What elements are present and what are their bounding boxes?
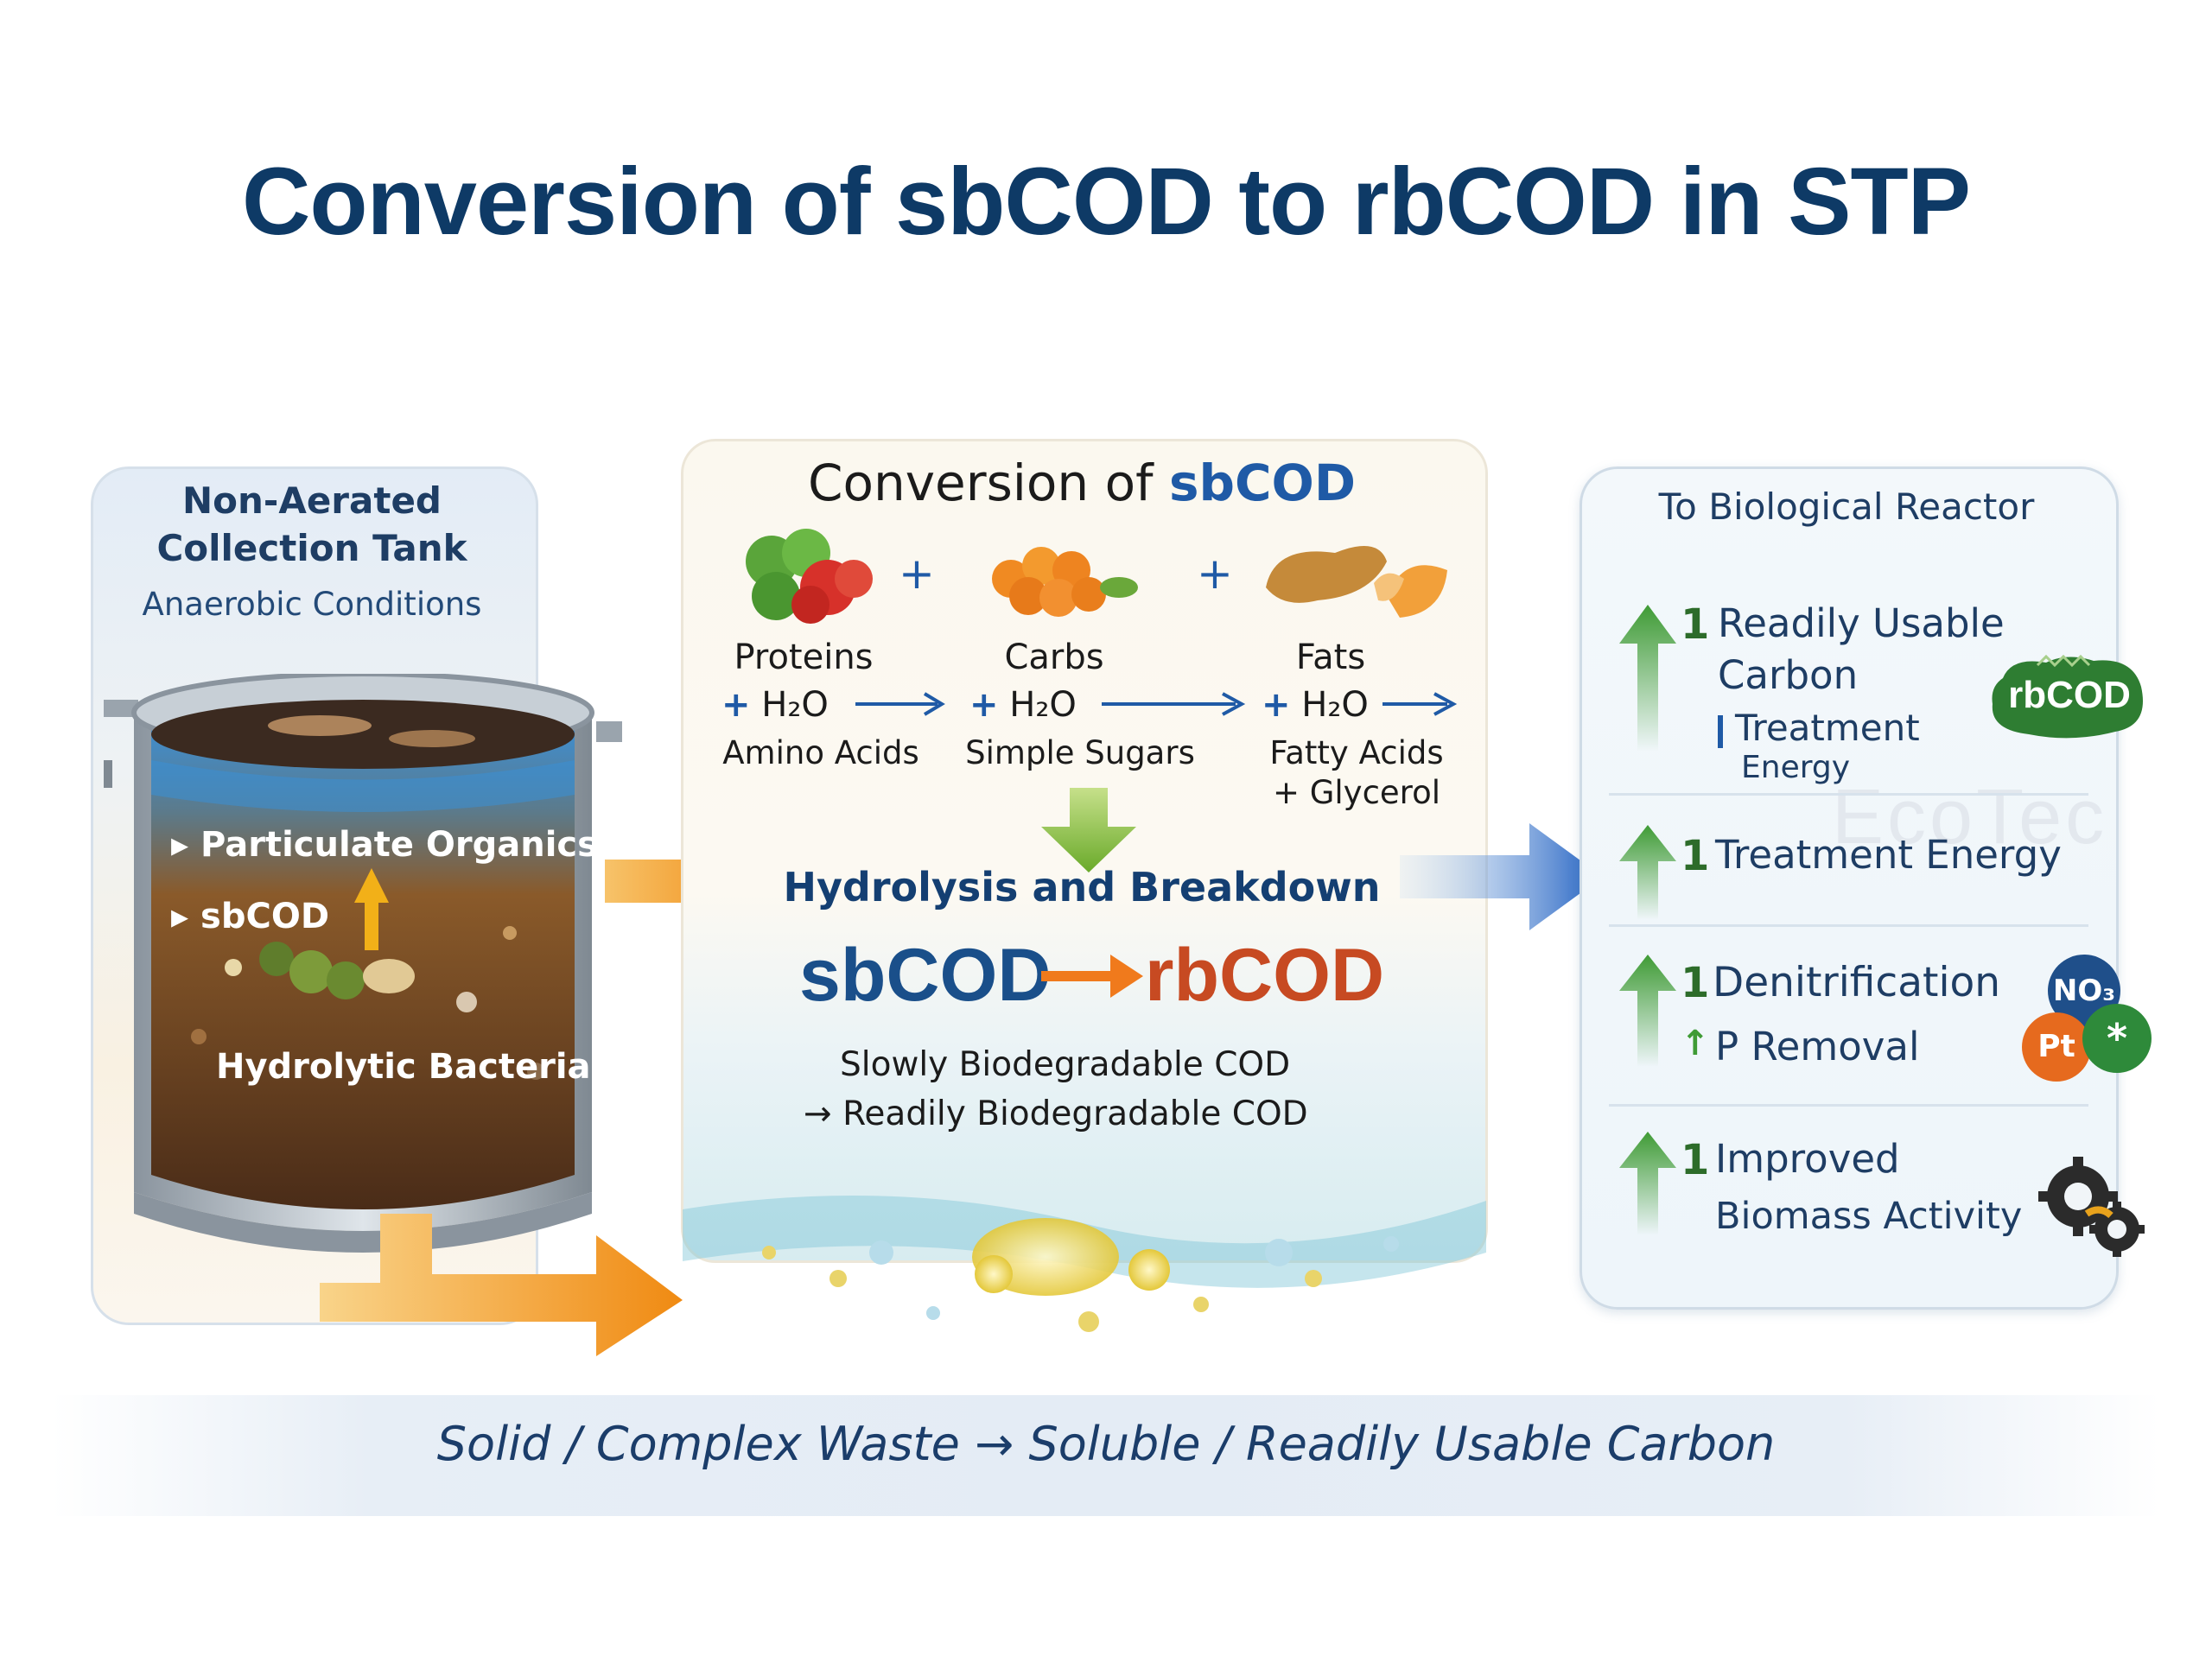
divider [1609, 1104, 2088, 1107]
green-up-arrow-icon [1619, 825, 1676, 920]
biomass-activity-label: Biomass Activity [1715, 1195, 2023, 1238]
bottom-caption: Solid / Complex Waste → Soluble / Readil… [436, 1417, 1776, 1471]
glycerol-label: + Glycerol [1272, 774, 1441, 811]
energy-label: Energy [1741, 750, 1851, 785]
up-arrow-icon [354, 868, 389, 950]
item-number: 1 [1681, 600, 1710, 649]
proteins-icon [746, 529, 873, 624]
biological-reactor-panel [1580, 466, 2119, 1310]
rbcod-big-label: rbCOD [1145, 934, 1385, 1017]
orange-flow-arrow-icon [320, 1214, 683, 1356]
hydrolytic-bacteria-label: Hydrolytic Bacteria [216, 1047, 591, 1087]
plus-sign: + [899, 549, 935, 599]
carbs-icon [992, 547, 1138, 617]
proteins-equation: + H₂O [721, 685, 829, 725]
tank-contents [151, 726, 575, 1209]
page-title: Conversion of sbCOD to rbCOD in STP [241, 149, 1971, 255]
readily-usable-label: Readily Usable [1718, 600, 2005, 646]
conversion-title: Conversion of sbCOD [807, 454, 1356, 512]
improved-label: Improved [1715, 1136, 1900, 1182]
triangle-bullet-icon: ▸ [171, 825, 201, 865]
slowly-biodegradable-label: Slowly Biodegradable COD [840, 1045, 1291, 1084]
blue-bar-icon [1718, 715, 1723, 748]
rbcod-badge-icon [1992, 654, 2143, 739]
reactor-panel-title: To Biological Reactor [1658, 485, 2035, 528]
proteins-label: Proteins [734, 638, 874, 677]
tank-illustration [104, 674, 622, 1253]
green-up-arrow-icon [1619, 1132, 1676, 1235]
treatment-label: Treatment [1735, 707, 1920, 749]
down-arrow-icon [1041, 788, 1136, 872]
right-arrow-icon [1382, 692, 1458, 716]
sbcod-big-label: sbCOD [799, 934, 1052, 1017]
conversion-arrow-icon [1041, 955, 1143, 998]
item-number: 1 [1681, 1136, 1710, 1184]
p-removal-label: P Removal [1715, 1024, 1920, 1069]
fats-equation: + H₂O [1262, 685, 1369, 725]
left-panel-title-line1: Non-Aerated [181, 479, 442, 522]
fats-icon [1266, 546, 1447, 618]
triangle-bullet-icon: ▸ [171, 897, 201, 936]
hydrolysis-heading: Hydrolysis and Breakdown [783, 864, 1381, 910]
carbs-label: Carbs [1004, 638, 1104, 677]
tank-surface [151, 700, 575, 769]
green-up-arrow-icon [1619, 605, 1676, 752]
rbcod-badge-label: rbCOD [2008, 674, 2131, 716]
right-arrow-icon [1102, 692, 1246, 716]
fats-label: Fats [1295, 638, 1366, 677]
side-pipe [104, 760, 112, 788]
particulate-organics-label: ▸ Particulate Organics [171, 825, 598, 865]
water-droplets-illustration [683, 1196, 1486, 1332]
plus-sign: + [1197, 549, 1233, 599]
asterisk-badge-icon: * [2082, 1004, 2152, 1073]
readily-biodegradable-label: → Readily Biodegradable COD [804, 1094, 1308, 1133]
carbs-equation: + H₂O [969, 685, 1077, 725]
left-panel-subtitle: Anaerobic Conditions [142, 586, 482, 623]
treatment-energy-label: Treatment Energy [1715, 832, 2062, 878]
divider [1609, 924, 2088, 927]
inlet-pipe [104, 700, 138, 717]
left-panel-title-line2: Collection Tank [156, 527, 467, 569]
gears-icon [2038, 1157, 2145, 1257]
item-number: 1 [1681, 959, 1710, 1007]
green-up-arrow-icon [1619, 955, 1676, 1067]
blue-arrow-icon [1400, 823, 1603, 930]
pt-badge-icon: Pt [2022, 1012, 2091, 1082]
denitrification-label: Denitrification [1713, 959, 2001, 1006]
fatty-acids-label: Fatty Acids [1269, 734, 1444, 771]
item-number: 1 [1681, 832, 1710, 880]
sbcod-label: ▸ sbCOD [171, 897, 330, 936]
small-up-arrow-icon: ↑ [1681, 1024, 1710, 1063]
divider [1609, 793, 2088, 796]
outlet-pipe [596, 721, 622, 742]
watermark: EcoTec [1832, 774, 2108, 860]
right-arrow-icon [855, 692, 945, 716]
amino-acids-label: Amino Acids [722, 734, 919, 771]
no3-badge-icon: NO₃ [2048, 955, 2120, 1027]
caption-band [52, 1395, 2160, 1516]
simple-sugars-label: Simple Sugars [965, 734, 1195, 771]
carbon-label: Carbon [1718, 652, 1859, 698]
